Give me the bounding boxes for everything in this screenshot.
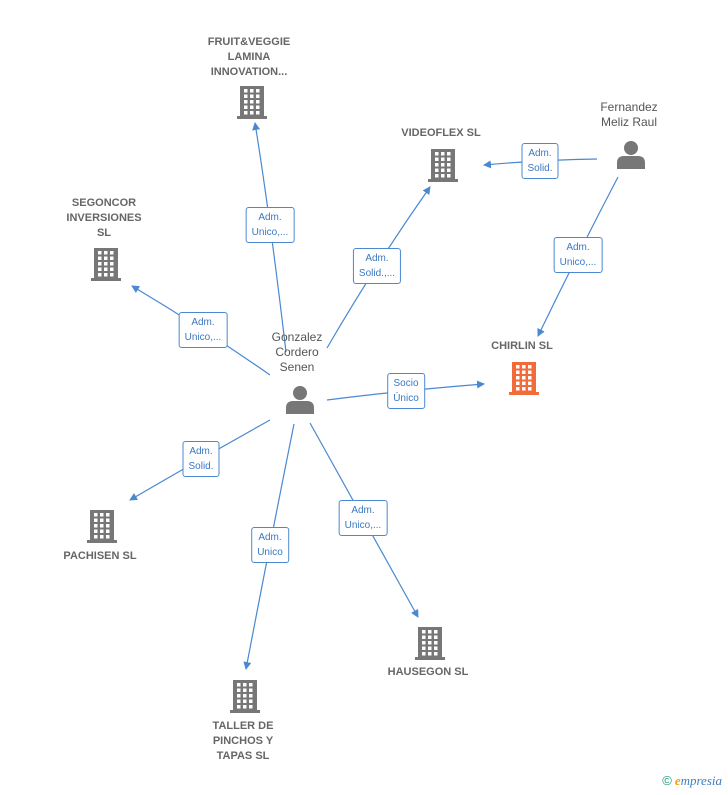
building-icon[interactable] <box>230 680 260 713</box>
node-label-hausegon[interactable]: HAUSEGON SL <box>387 666 469 678</box>
building-icon[interactable] <box>91 248 121 281</box>
edge-label-gonzalez-to-taller[interactable]: Adm. Unico <box>251 527 289 563</box>
building-icon[interactable] <box>415 627 445 660</box>
edge-label-gonzalez-to-hausegon[interactable]: Adm. Unico,... <box>338 500 388 536</box>
edge-label-gonzalez-to-chirlin[interactable]: Socio Único <box>387 373 425 409</box>
edge-label-gonzalez-to-pachisen[interactable]: Adm. Solid. <box>182 441 220 477</box>
node-label-chirlin[interactable]: CHIRLIN SL <box>491 340 553 352</box>
brand-name: mpresia <box>680 773 722 788</box>
edge-label-fernandez-to-chirlin[interactable]: Adm. Unico,... <box>553 237 603 273</box>
node-label-gonzalez[interactable]: Gonzalez Cordero Senen <box>271 330 323 374</box>
footer-brand: ©empresia <box>662 773 722 789</box>
edge-label-fernandez-to-videoflex[interactable]: Adm. Solid. <box>521 143 559 179</box>
copyright-symbol: © <box>662 773 672 788</box>
person-icon[interactable] <box>617 141 645 169</box>
node-label-taller[interactable]: TALLER DE PINCHOS Y TAPAS SL <box>212 720 274 762</box>
node-label-pachisen[interactable]: PACHISEN SL <box>63 550 137 562</box>
building-icon[interactable] <box>237 86 267 119</box>
person-icon[interactable] <box>286 386 314 414</box>
building-icon[interactable] <box>87 510 117 543</box>
node-label-segoncor[interactable]: SEGONCOR INVERSIONES SL <box>66 197 142 239</box>
edge-label-gonzalez-to-segoncor[interactable]: Adm. Unico,... <box>178 312 228 348</box>
edge-label-gonzalez-to-fruit[interactable]: Adm. Unico,... <box>245 207 295 243</box>
brand-initial: e <box>674 773 681 788</box>
edge-label-gonzalez-to-videoflex[interactable]: Adm. Solid.,... <box>352 248 402 284</box>
node-label-fernandez[interactable]: Fernandez Meliz Raul <box>600 100 658 129</box>
building-icon[interactable] <box>509 362 539 395</box>
node-label-fruit[interactable]: FRUIT&VEGGIE LAMINA INNOVATION... <box>207 36 291 78</box>
node-label-videoflex[interactable]: VIDEOFLEX SL <box>401 127 481 139</box>
building-icon[interactable] <box>428 149 458 182</box>
